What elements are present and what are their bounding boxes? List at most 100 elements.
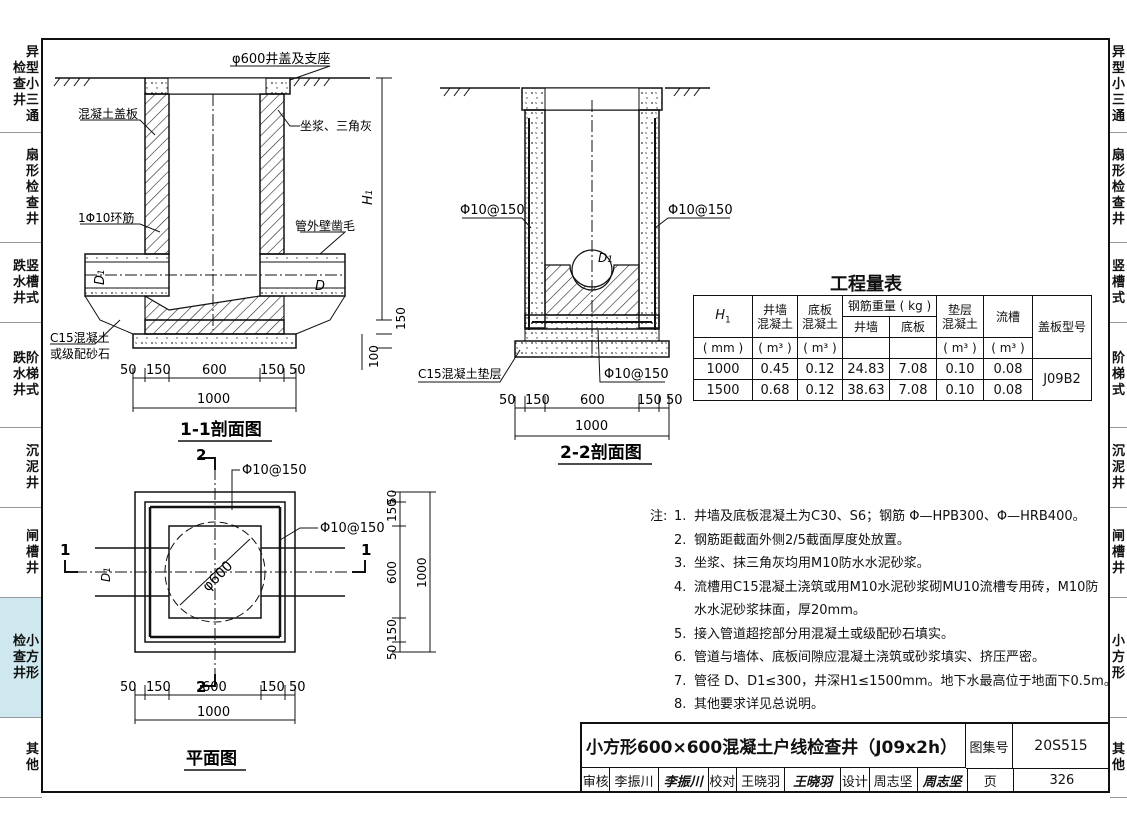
dim22-600: 600 (580, 393, 605, 408)
section-1-1-title: 1-1剖面图 (180, 419, 262, 440)
chapter-tab-label: 跌竖 水槽 井式 (12, 258, 39, 306)
review-label: 审核 (582, 768, 611, 793)
d-label: D (315, 279, 325, 294)
drawing-frame (41, 38, 1110, 793)
mortar-label: 坐浆、三角灰 (300, 118, 372, 133)
chapter-tab-label: 异 检型 查小 井三 通 (12, 45, 39, 124)
atlas-number: 20S515 (1012, 724, 1110, 769)
plan-circle-label: φ600 (200, 558, 237, 595)
dim-600: 600 (202, 363, 227, 378)
dim-100: 100 (367, 345, 381, 368)
plan-vdim-150-top: 150 (385, 499, 399, 522)
page-number: 326 (1049, 773, 1075, 788)
left-chapter-index: 异 检型 查小 井三 通扇 形 检 查 井跌竖 水槽 井式跌阶 水梯 井式沉 泥… (0, 38, 42, 798)
dim-150: 150 (394, 307, 408, 330)
chapter-tab-left[interactable]: 沉 泥 井 (0, 428, 42, 508)
page-label: 页 (968, 768, 1014, 793)
note-item: 2.钢筋距截面外侧2/5截面厚度处放置。 (674, 532, 910, 548)
quantity-table: H1 井墙 混凝土 底板 混凝土 钢筋重量 ( kg ) 垫层 混凝土 流槽 盖… (693, 295, 1092, 401)
note-item: 注:1.井墙及底板混凝土为C30、S6；钢筋 Φ—HPB300、Φ—HRB400… (650, 509, 1086, 524)
design-label: 设计 (841, 768, 870, 793)
quantity-table-title: 工程量表 (830, 274, 902, 295)
chapter-tab-left[interactable]: 异 检型 查小 井三 通 (0, 38, 42, 133)
note-item: 7.管径 D、D1≤300，井深H1≤1500mm。地下水最高位于地面下0.5m… (674, 673, 1117, 689)
note-item: 水水泥砂浆抹面，厚20mm。 (694, 603, 866, 618)
chapter-tab-label: 阶 梯 式 (1112, 351, 1126, 398)
chapter-tab-label: 竖 槽 式 (1112, 258, 1126, 306)
atlas-label: 图集号 (966, 724, 1013, 769)
chapter-tab-right[interactable]: 沉 泥 井 (1110, 428, 1127, 508)
chapter-tab-left[interactable]: 其 他 (0, 718, 42, 798)
plan-d1: D1 (99, 567, 113, 582)
drawing-title: 小方形600×600混凝土户线检查井（J09x2h） (582, 724, 966, 768)
chapter-tab-left[interactable]: 扇 形 检 查 井 (0, 133, 42, 243)
dim22-50-left: 50 (499, 393, 516, 408)
th-h1-unit: ( mm ) (693, 337, 753, 359)
th-pad-concrete: 垫层 混凝土 (936, 295, 984, 338)
chapter-tab-left[interactable]: 闸 槽 井 (0, 508, 42, 598)
bed-label-2: 或级配砂石 (50, 347, 110, 361)
chapter-tab-left[interactable]: 检小 查方 井形 (0, 598, 42, 718)
dim22-total: 1000 (575, 419, 608, 434)
checker-signature: 王晓羽 (785, 768, 842, 793)
section-2-2: Φ10@150 Φ10@150 Φ10@150 D1 C15混凝土垫层 50 1… (418, 87, 733, 465)
dim-50-left: 50 (120, 363, 137, 378)
chapter-tab-label: 异 型 小 三 通 (1112, 45, 1126, 124)
title-block: 小方形600×600混凝土户线检查井（J09x2h） 图集号 20S515 审核… (580, 722, 1110, 793)
plan-vdim-50-top: 50 (385, 490, 399, 505)
plan-rebar-right: Φ10@150 (320, 521, 385, 536)
chapter-tab-right[interactable]: 扇 形 检 查 井 (1110, 133, 1127, 243)
th-steel: 钢筋重量 ( kg ) (842, 295, 937, 317)
cover-model: J09B2 (1032, 358, 1092, 401)
chapter-tab-label: 扇 形 检 查 井 (25, 147, 39, 227)
plan-dim-150-right: 150 (260, 680, 285, 695)
chapter-tab-label: 检小 查方 井形 (12, 633, 39, 681)
chapter-tab-right[interactable]: 小 方 形 (1110, 598, 1127, 718)
chapter-tab-right[interactable]: 异 型 小 三 通 (1110, 38, 1127, 133)
th-steel-wall: 井墙 (842, 316, 890, 338)
chapter-tab-right[interactable]: 闸 槽 井 (1110, 508, 1127, 598)
chapter-tab-label: 闸 槽 井 (1112, 528, 1126, 576)
chapter-tab-right[interactable]: 其 他 (1110, 718, 1127, 798)
th-wall-unit: ( m³ ) (752, 337, 798, 359)
chapter-tab-label: 沉 泥 井 (25, 443, 39, 491)
th-h1: H1 (693, 295, 753, 338)
dim-150-right: 150 (260, 363, 285, 378)
right-chapter-index: 异 型 小 三 通扇 形 检 查 井竖 槽 式阶 梯 式沉 泥 井闸 槽 井小 … (1110, 38, 1127, 798)
plan-dim-50-left: 50 (120, 680, 137, 695)
table-row: 1500 0.68 0.12 38.63 7.08 0.10 0.08 (693, 379, 1092, 401)
ring-rebar-label: 1Φ10环筋 (78, 210, 134, 225)
plan-vdim-150-bottom: 150 (385, 619, 399, 642)
plan-dim-150-left: 150 (146, 680, 171, 695)
note-item: 4.流槽用C15混凝土浇筑或用M10水泥砂浆砌MU10流槽专用砖，M10防 (674, 579, 1099, 595)
th-steel-base: 底板 (889, 316, 937, 338)
note-item: 6.管道与墙体、底板间隙应混凝土浇筑或砂浆填实、挤压严密。 (674, 650, 1046, 665)
th-wall-concrete: 井墙 混凝土 (752, 295, 798, 338)
chapter-tab-right[interactable]: 竖 槽 式 (1110, 243, 1127, 323)
plan-vdim-50-bottom: 50 (385, 645, 399, 660)
chapter-tab-left[interactable]: 跌竖 水槽 井式 (0, 243, 42, 323)
th-channel: 流槽 (983, 295, 1033, 338)
plan-dim-50-right: 50 (289, 680, 306, 695)
d1-label-22: D1 (598, 251, 613, 265)
cut-mark-left: 1 (60, 541, 70, 559)
d1-label: D1 (93, 269, 108, 285)
cover-label: φ600井盖及支座 (232, 52, 330, 67)
chapter-tab-label: 其 他 (1112, 741, 1126, 773)
chapter-tab-left[interactable]: 跌阶 水梯 井式 (0, 323, 42, 428)
chapter-tab-label: 闸 槽 井 (25, 528, 39, 576)
rebar-bottom-label: Φ10@150 (604, 367, 669, 382)
th-pad-unit: ( m³ ) (936, 337, 984, 359)
checker-name: 王晓羽 (737, 768, 786, 793)
rebar-right-label: Φ10@150 (668, 203, 733, 218)
dim22-150-right: 150 (637, 393, 662, 408)
note-item: 8.其他要求详见总说明。 (674, 697, 825, 712)
chapter-tab-label: 沉 泥 井 (1112, 443, 1126, 491)
designer-signature: 周志坚 (918, 768, 968, 793)
dim-50-right: 50 (289, 363, 306, 378)
notes: 注:1.井墙及底板混凝土为C30、S6；钢筋 Φ—HPB300、Φ—HRB400… (650, 505, 1117, 717)
dim-150-left: 150 (146, 363, 171, 378)
chapter-tab-right[interactable]: 阶 梯 式 (1110, 323, 1127, 428)
chapter-tab-label: 跌阶 水梯 井式 (12, 351, 39, 398)
